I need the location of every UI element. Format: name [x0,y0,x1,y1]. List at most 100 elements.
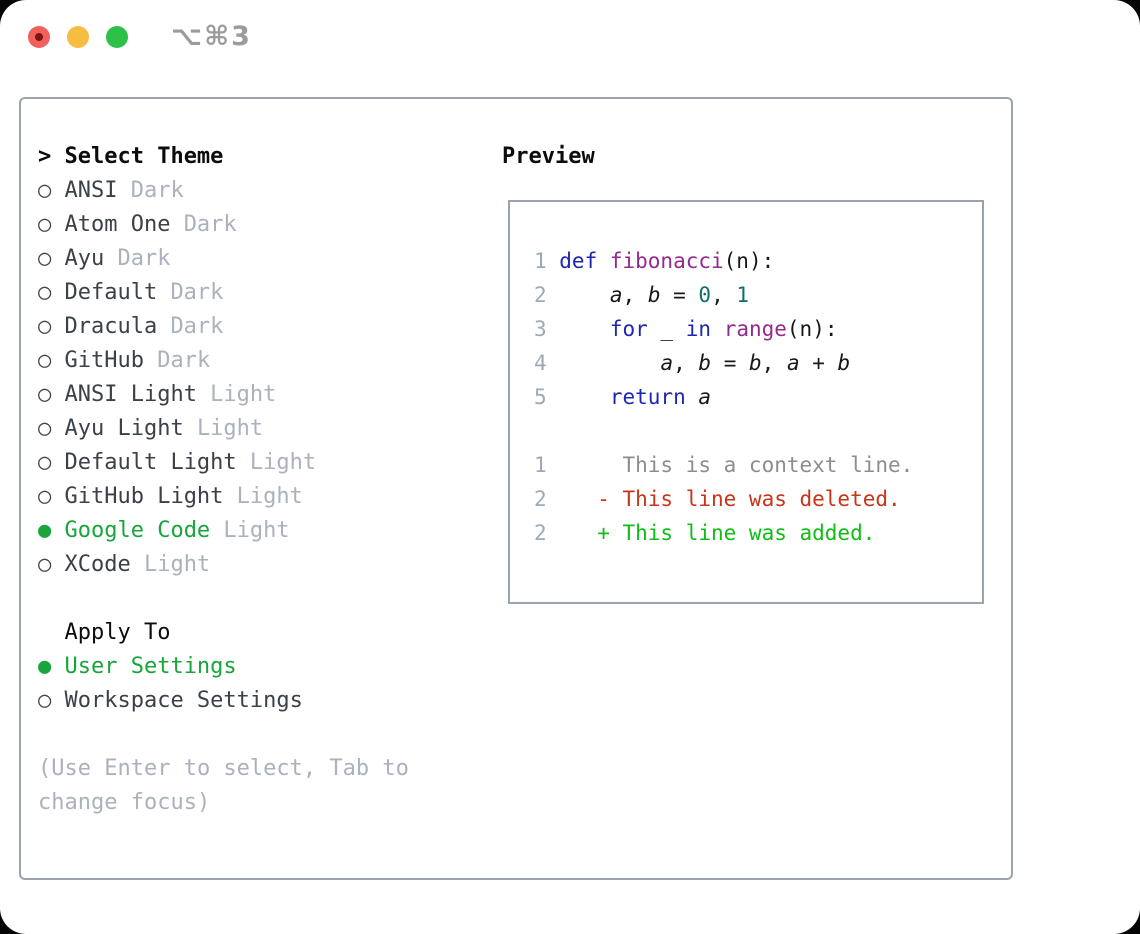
code-token [711,317,724,341]
code-token: + [799,351,838,375]
focus-caret-icon: > [38,144,52,169]
code-token: b [647,283,661,307]
window-titlebar: ⌥⌘3 [28,21,252,52]
code-line: 2 a, b = 0, 1 [534,278,913,312]
code-line: 3 for _ in range(n): [534,312,913,346]
code-token: (n): [786,317,838,341]
radio-icon: ○ [38,552,52,577]
minimize-button[interactable] [67,26,89,48]
radio-icon: ○ [38,382,52,407]
code-token: = [711,351,749,375]
line-number: 1 [534,249,547,273]
apply-option-label: User Settings [64,654,237,679]
code-token: a [786,351,800,375]
theme-variant-badge: Dark [130,178,184,203]
code-token: range [723,317,787,341]
diff-text: + This line was added. [559,521,876,545]
code-line: 1 def fibonacci(n): [534,244,913,278]
code-token: a [660,351,674,375]
theme-variant-badge: Light [210,382,277,407]
code-token [559,351,660,375]
zoom-button[interactable] [106,26,128,48]
theme-option[interactable]: ○ GitHub Dark [38,344,409,378]
divider [38,582,409,616]
theme-name: Default Light [64,450,237,475]
line-number: 1 [534,453,547,477]
radio-selected-icon: ● [38,518,52,543]
apply-options: ● User Settings ○Workspace Settings [38,650,409,718]
diff-line: 2 + This line was added. [534,516,913,550]
diff-line: 2 - This line was deleted. [534,482,913,516]
select-theme-title: Select Theme [64,144,224,169]
theme-variant-badge: Light [143,552,211,577]
line-number: 2 [534,283,547,307]
theme-name: ANSI Light [64,382,197,407]
theme-variant-badge: Dark [170,314,224,339]
code-token: return [609,385,686,409]
code-token: def [559,249,610,273]
radio-selected-icon: ● [38,654,52,679]
code-token: , [673,351,699,375]
theme-variant-badge: Light [249,450,317,475]
line-number: 5 [534,385,547,409]
theme-name: Google Code [64,518,211,543]
theme-option[interactable]: ○ XCode Light [38,548,409,582]
theme-name: Dracula [64,314,158,339]
code-token: 1 [736,283,750,307]
line-number: 2 [534,487,547,511]
code-token: b [698,351,712,375]
diff-line: 1 This is a context line. [534,448,913,482]
help-text-line1: (Use Enter to select, Tab to [38,756,409,781]
radio-icon: ○ [38,484,52,509]
diff-text: This is a context line. [559,453,914,477]
apply-to-title: Apply To [64,620,171,645]
code-token: , [622,283,648,307]
radio-icon: ○ [38,416,52,441]
radio-icon: ○ [38,246,52,271]
code-token: in [685,317,712,341]
line-number: 4 [534,351,547,375]
blank-line [534,414,913,448]
code-token: (n): [723,249,775,273]
radio-icon: ○ [38,348,52,373]
theme-name: Default [64,280,158,305]
theme-name: GitHub [64,348,144,373]
theme-option[interactable]: ○ ANSI Light Light [38,378,409,412]
divider [38,718,409,752]
radio-icon: ○ [38,178,52,203]
window-title: ⌥⌘3 [171,21,252,52]
code-token: a [609,283,623,307]
radio-icon: ○ [38,314,52,339]
apply-option[interactable]: ○Workspace Settings [38,684,409,718]
code-line: 4 a, b = b, a + b [534,346,913,380]
help-text-line2: change focus) [38,790,211,815]
select-theme-header: > Select Theme [38,140,409,174]
code-token [559,385,610,409]
theme-variant-badge: Dark [157,348,211,373]
code-token [559,283,610,307]
theme-option[interactable]: ○ Dracula Dark [38,310,409,344]
apply-option[interactable]: ● User Settings [38,650,409,684]
radio-icon: ○ [38,280,52,305]
close-button[interactable] [28,26,50,48]
theme-variant-badge: Light [236,484,303,509]
apply-option-label: Workspace Settings [64,688,303,713]
line-number: 3 [534,317,547,341]
code-token: = [660,283,699,307]
code-token: 0 [698,283,712,307]
theme-name: XCode [64,552,131,577]
code-token: fibonacci [609,249,724,273]
